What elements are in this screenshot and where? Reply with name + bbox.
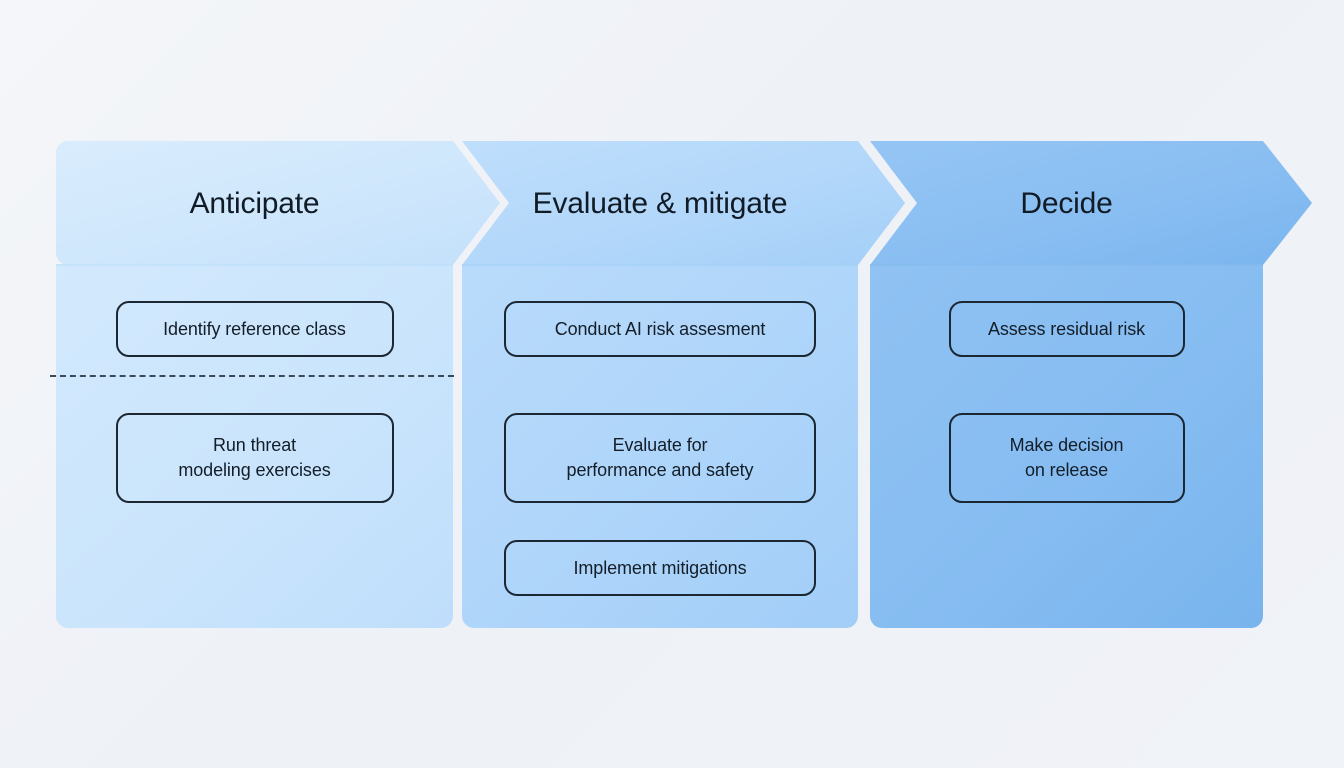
- stage-evaluate-mitigate-steps: Conduct AI risk assesment Evaluate for p…: [462, 301, 858, 596]
- stage-anticipate-title: Anticipate: [189, 187, 320, 220]
- stage-evaluate-mitigate[interactable]: Evaluate & mitigate Conduct AI risk asse…: [462, 141, 858, 628]
- step-evaluate-performance-safety[interactable]: Evaluate for performance and safety: [504, 413, 816, 503]
- stage-evaluate-mitigate-title: Evaluate & mitigate: [532, 187, 788, 220]
- stage-decide-title: Decide: [1020, 187, 1113, 220]
- step-implement-mitigations[interactable]: Implement mitigations: [504, 540, 816, 596]
- step-conduct-ai-risk-assessment[interactable]: Conduct AI risk assesment: [504, 301, 816, 357]
- stage-anticipate[interactable]: Anticipate Identify reference class Run …: [56, 141, 453, 628]
- step-make-decision-on-release[interactable]: Make decision on release: [948, 413, 1185, 503]
- stage-decide-steps: Assess residual risk Make decision on re…: [870, 301, 1263, 503]
- step-identify-reference-class[interactable]: Identify reference class: [115, 301, 394, 357]
- stage-anticipate-steps: Identify reference class Run threat mode…: [56, 301, 453, 503]
- stage-anticipate-dashed-divider: [50, 375, 454, 377]
- step-run-threat-modeling[interactable]: Run threat modeling exercises: [115, 413, 394, 503]
- stage-decide[interactable]: Decide Assess residual risk Make decisio…: [870, 141, 1263, 628]
- step-assess-residual-risk[interactable]: Assess residual risk: [948, 301, 1185, 357]
